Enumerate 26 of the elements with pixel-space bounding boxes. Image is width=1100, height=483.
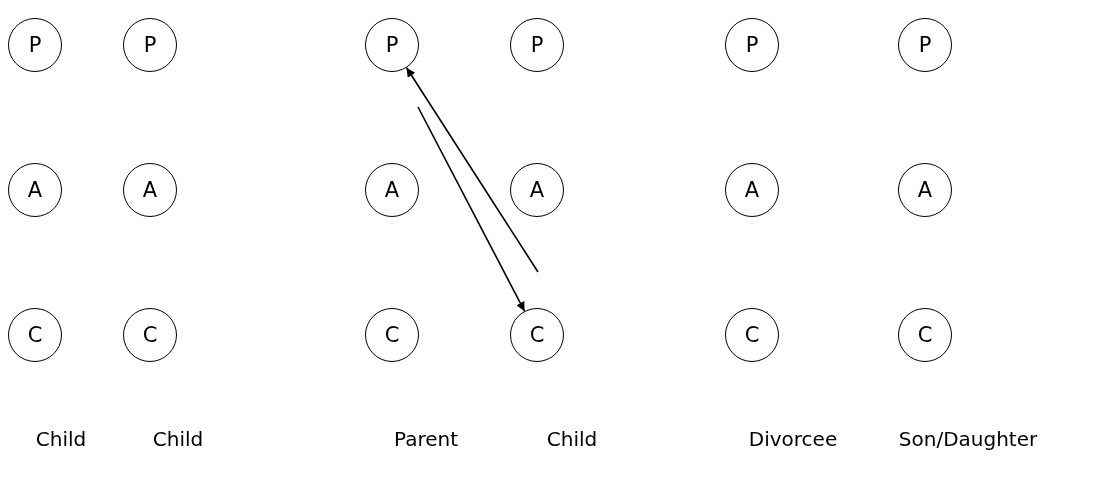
node-letter: A <box>744 178 760 202</box>
node-letter: C <box>27 323 43 347</box>
column-label: Divorcee <box>748 427 838 451</box>
node-letter: A <box>27 178 43 202</box>
arrow <box>405 66 539 273</box>
node-letter: P <box>385 33 399 57</box>
column-label: Child <box>35 427 87 451</box>
node-letter: A <box>917 178 933 202</box>
node-letter: C <box>529 323 545 347</box>
node-letter: A <box>142 178 158 202</box>
node-letter: P <box>530 33 544 57</box>
column-label: Child <box>152 427 204 451</box>
node-letter: P <box>918 33 932 57</box>
node-letter: P <box>143 33 157 57</box>
arrow <box>417 106 526 312</box>
column-label: Son/Daughter <box>898 427 1038 451</box>
node-letter: A <box>529 178 545 202</box>
node-letter: C <box>384 323 400 347</box>
node-letter: A <box>384 178 400 202</box>
column-label: Parent <box>394 427 458 451</box>
node-letter: P <box>28 33 42 57</box>
column-label: Child <box>546 427 598 451</box>
node-letter: C <box>744 323 760 347</box>
node-letter: C <box>142 323 158 347</box>
node-letter: C <box>917 323 933 347</box>
node-letter: P <box>745 33 759 57</box>
